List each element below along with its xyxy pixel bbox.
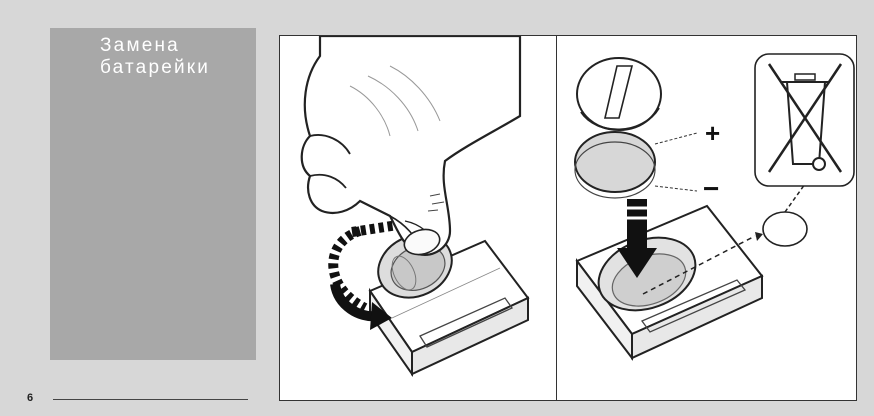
plus-symbol: + [705, 118, 720, 148]
battery-cover-icon [577, 58, 661, 130]
illustration-frame: + − [279, 35, 857, 401]
section-title: Замена батарейки [100, 35, 250, 79]
hand-icon [302, 36, 520, 258]
coin-battery-icon: + − [575, 118, 720, 204]
step-1-panel [280, 36, 556, 400]
step-2-panel: + − [557, 36, 856, 400]
minus-symbol: − [703, 173, 719, 204]
crossed-out-bin-icon [755, 54, 854, 186]
step-1-illustration [280, 36, 556, 400]
page-number: 6 [27, 392, 33, 404]
footer-rule [53, 399, 248, 400]
step-2-illustration: + − [557, 36, 856, 400]
device-body [577, 206, 762, 358]
